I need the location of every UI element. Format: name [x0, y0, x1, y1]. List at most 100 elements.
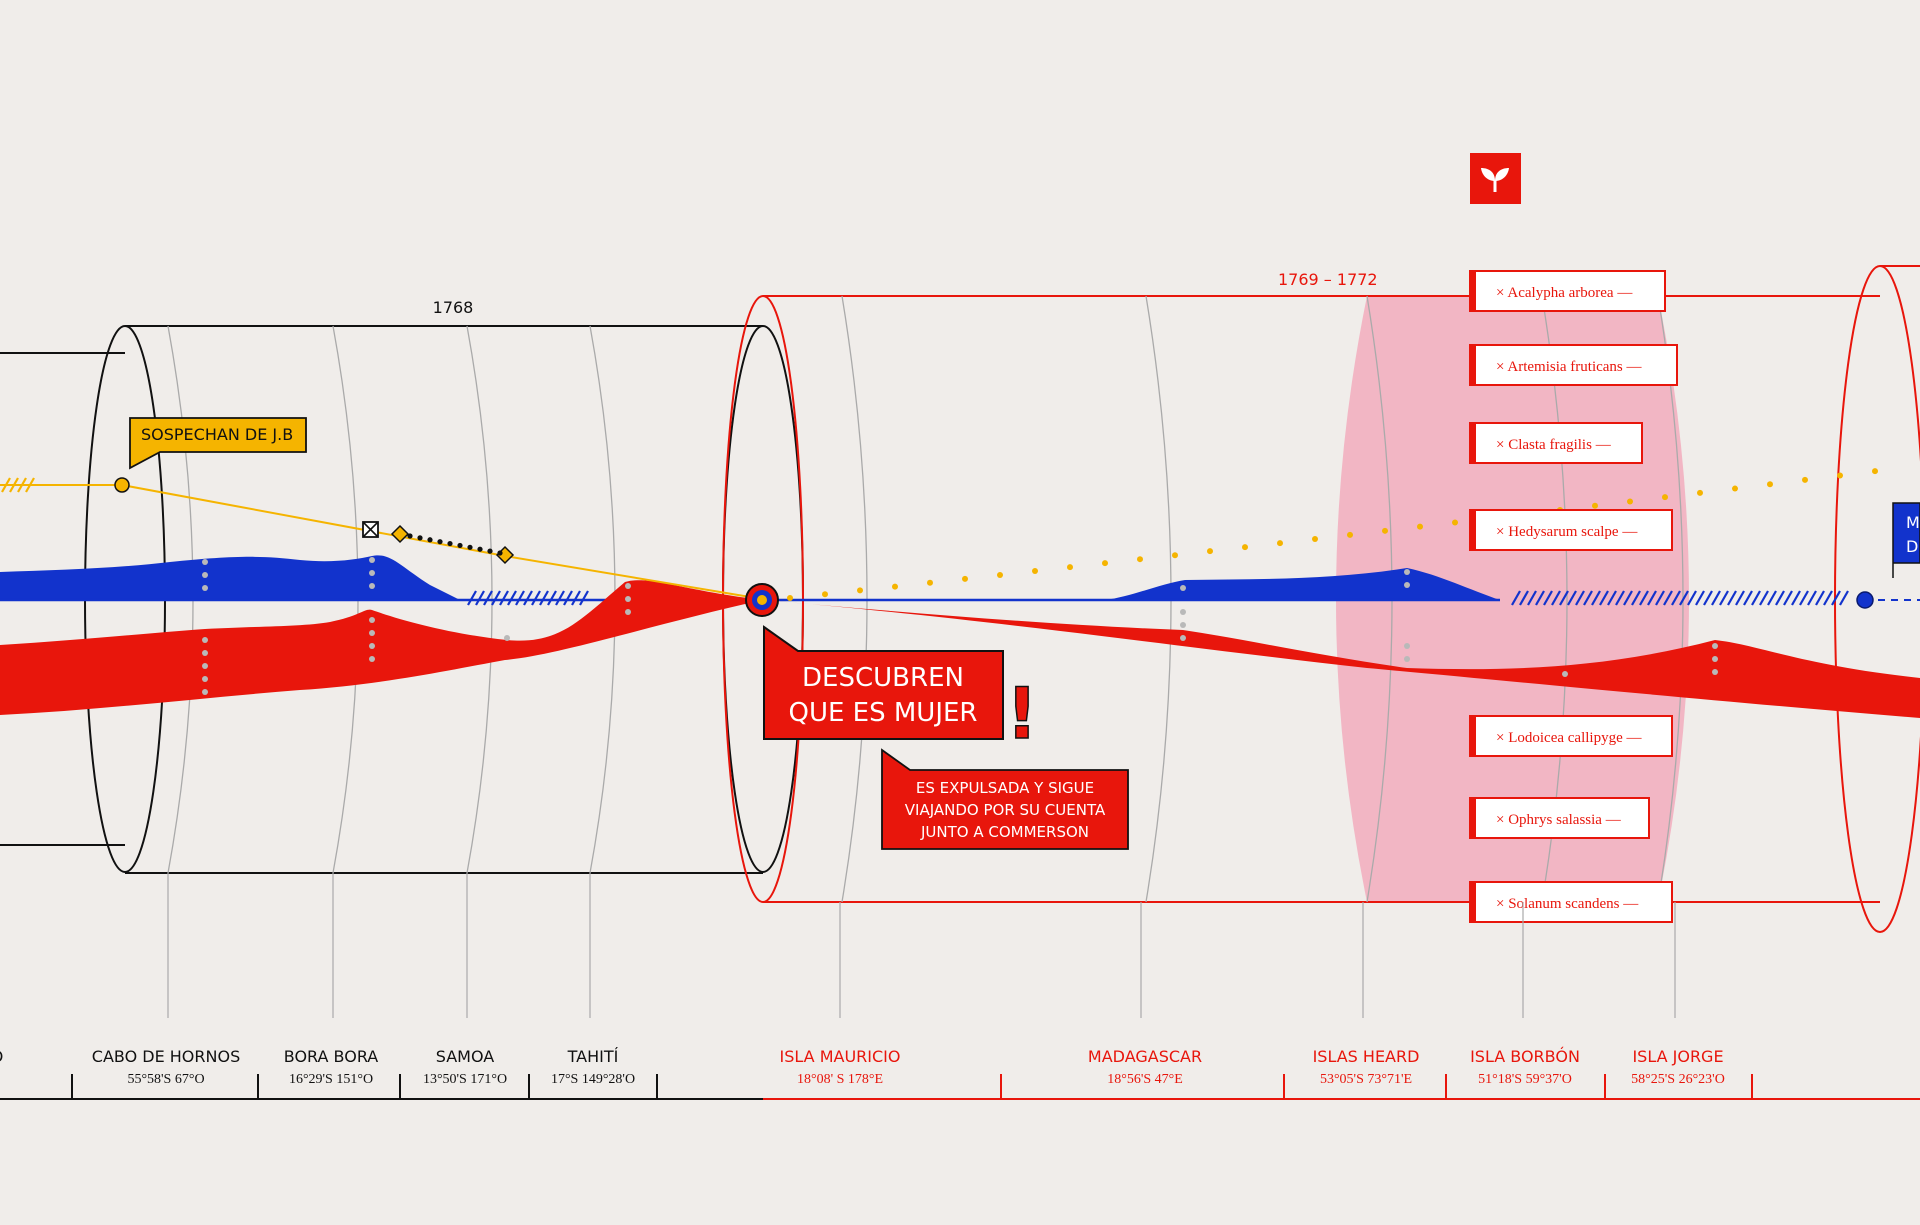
hatch-stroke	[467, 590, 477, 606]
path-dot	[437, 539, 443, 545]
path-dot	[427, 537, 433, 543]
species-tag-label: × Clasta fragilis —	[1496, 437, 1612, 453]
hatch-stroke	[579, 590, 589, 606]
exclamation-mark: !	[1006, 673, 1038, 755]
suspicion-callout-text: SOSPECHAN DE J.B	[141, 425, 293, 444]
right-edge-callout-line1: M	[1906, 513, 1920, 532]
wave-dot-markers	[202, 557, 1718, 695]
place-coords: 16°29'S 151°O	[289, 1072, 373, 1087]
hatch-stroke	[491, 590, 501, 606]
path-dot	[497, 550, 503, 556]
black-dotted-path	[407, 533, 503, 556]
path-dot	[1172, 552, 1178, 559]
hatch-stroke	[515, 590, 525, 606]
species-tag: × Hedysarum scalpe —	[1469, 509, 1673, 551]
place-coords: 53°05'S 73°71'E	[1320, 1072, 1412, 1087]
hatch-stroke	[1743, 590, 1753, 606]
path-dot	[1137, 556, 1143, 563]
right-edge-callout: M D	[1892, 502, 1920, 578]
hatch-stroke	[1599, 590, 1609, 606]
path-dot	[467, 544, 473, 550]
place-coords: 58°25'S 26°23'O	[1631, 1072, 1725, 1087]
suspicion-marker	[114, 477, 130, 493]
path-dot	[997, 571, 1003, 578]
period-label-1768: 1768	[433, 298, 474, 317]
hatch-stroke	[563, 590, 573, 606]
path-dot	[1347, 531, 1353, 538]
hatch-stroke	[1559, 590, 1569, 606]
path-dot	[1382, 527, 1388, 534]
hatch-stroke	[1767, 590, 1777, 606]
path-dot	[1417, 523, 1423, 530]
path-dot	[1207, 548, 1213, 555]
place-name: O	[0, 1047, 3, 1066]
discovery-callout-line2: QUE ES MUJER	[788, 698, 977, 728]
hatch-stroke	[1807, 590, 1817, 606]
path-dot	[417, 535, 423, 541]
period-label-1769-1772: 1769 – 1772	[1278, 270, 1378, 289]
place-coords: 55°58'S 67°O	[127, 1072, 204, 1087]
blue-endpoint-dot	[1856, 591, 1874, 609]
hatch-stroke	[1783, 590, 1793, 606]
path-dot	[787, 595, 793, 601]
path-dot	[822, 591, 828, 598]
species-tag: × Solanum scandens —	[1469, 881, 1673, 923]
hatch-stroke	[1815, 590, 1825, 606]
place-name: MADAGASCAR	[1088, 1047, 1202, 1066]
path-dot	[1452, 519, 1458, 526]
species-tag: × Clasta fragilis —	[1469, 422, 1643, 464]
suspicion-callout: SOSPECHAN DE J.B	[129, 417, 307, 470]
hatch-stroke	[1735, 590, 1745, 606]
place-coords: 51°18'S 59°37'O	[1478, 1072, 1572, 1087]
hatch-stroke	[547, 590, 557, 606]
bottom-axis	[0, 1074, 1920, 1100]
hatch-stroke	[1623, 590, 1633, 606]
place-name: SAMOA	[436, 1047, 495, 1066]
blue-hatch-1	[467, 590, 589, 606]
hatch-stroke	[1655, 590, 1665, 606]
path-dot	[1732, 485, 1738, 492]
path-dot	[1697, 489, 1703, 496]
hatch-stroke	[1607, 590, 1617, 606]
expelled-callout-line2: VIAJANDO POR SU CUENTA	[905, 801, 1106, 819]
red-area	[0, 580, 1920, 718]
path-dot	[1767, 481, 1773, 488]
hatch-stroke	[1839, 590, 1849, 606]
path-dot	[1312, 536, 1318, 543]
hatch-stroke	[1727, 590, 1737, 606]
species-tag-label: × Solanum scandens —	[1496, 896, 1639, 912]
hatch-stroke	[539, 590, 549, 606]
path-dot	[1837, 472, 1843, 479]
path-dot	[1067, 564, 1073, 571]
path-dot	[1872, 468, 1878, 475]
hatch-stroke	[1831, 590, 1841, 606]
hatch-stroke	[1543, 590, 1553, 606]
place-name: ISLA JORGE	[1632, 1047, 1723, 1066]
hatch-stroke	[1823, 590, 1833, 606]
place-drop-lines	[167, 873, 1676, 1018]
hatch-stroke	[1663, 590, 1673, 606]
hatch-stroke	[531, 590, 541, 606]
hatch-stroke	[1647, 590, 1657, 606]
species-tag-label: × Hedysarum scalpe —	[1496, 524, 1638, 540]
hatch-stroke	[571, 590, 581, 606]
hatch-stroke	[475, 590, 485, 606]
hatch-stroke	[1799, 590, 1809, 606]
hatch-stroke	[1759, 590, 1769, 606]
place-name: ISLAS HEARD	[1313, 1047, 1420, 1066]
place-coords: 18°56'S 47°E	[1107, 1072, 1183, 1087]
place-coords: 18°08' S 178°E	[797, 1072, 883, 1087]
hatch-stroke	[1703, 590, 1713, 606]
species-tag-label: × Lodoicea callipyge —	[1496, 730, 1642, 746]
hatch-stroke	[1751, 590, 1761, 606]
hatch-stroke	[1551, 590, 1561, 606]
place-labels: O CABO DE HORNOS 55°58'S 67°O BORA BORA …	[0, 1047, 1725, 1087]
species-tag: × Artemisia fruticans —	[1469, 344, 1678, 386]
place-coords: 17°S 149°28'O	[551, 1072, 635, 1087]
checkpoint-box-icon	[362, 521, 379, 538]
hatch-stroke	[1711, 590, 1721, 606]
yellow-dotted-path	[787, 468, 1878, 601]
path-dot	[407, 533, 413, 539]
diamond-marker-1	[390, 524, 410, 544]
path-dot	[1102, 560, 1108, 567]
